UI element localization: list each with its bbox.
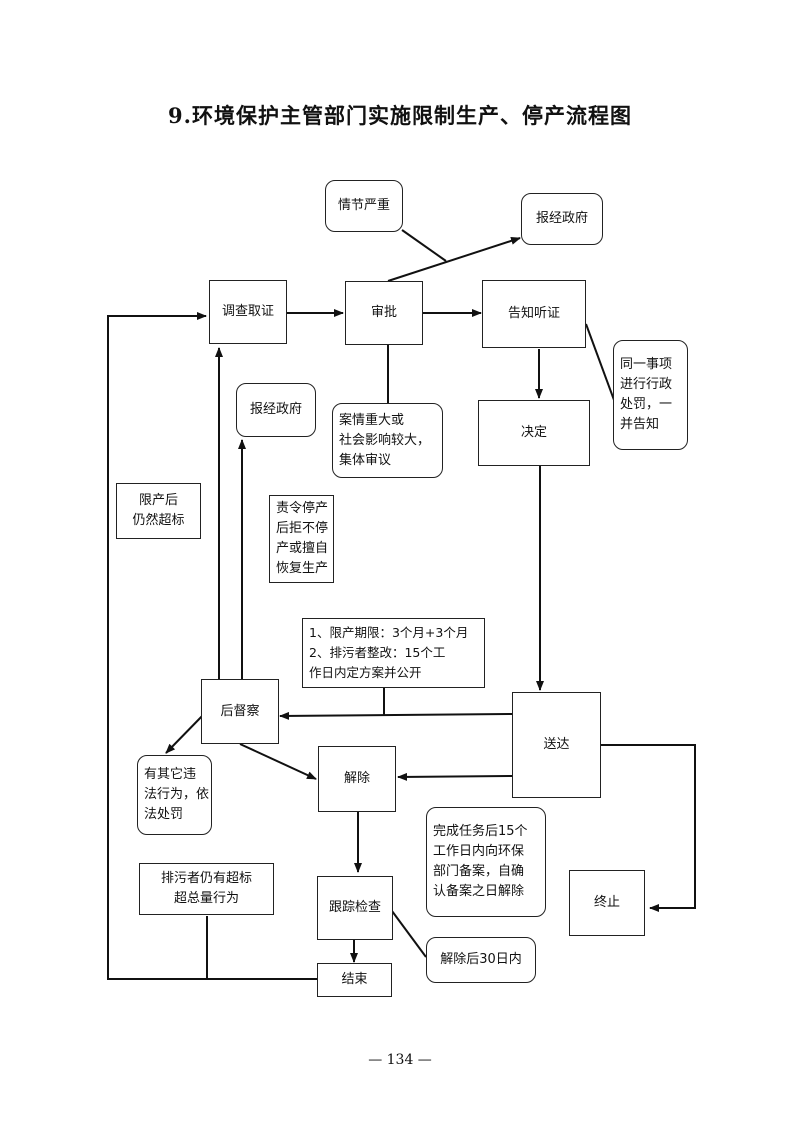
node-tongyi: 同一事项 进行行政 处罚，一 并告知 bbox=[613, 340, 688, 450]
node-anqing: 案情重大或 社会影响较大， 集体审议 bbox=[332, 403, 443, 478]
arrow-songda-jiechu bbox=[397, 772, 513, 781]
arrow-songda-houdu bbox=[279, 711, 513, 720]
node-zhongzhi: 终止 bbox=[569, 870, 645, 936]
node-songda: 送达 bbox=[512, 692, 601, 798]
node-qixian: 1、限产期限：3个月+3个月 2、排污者整改：15个工 作日内定方案并公开 bbox=[302, 618, 485, 688]
node-wancheng: 完成任务后15个 工作日内向环保 部门备案，自确 认备案之日解除 bbox=[426, 807, 546, 917]
node-gaozhi: 告知听证 bbox=[482, 280, 586, 348]
node-zeling: 责令停产 后拒不停 产或擅自 恢复生产 bbox=[269, 495, 334, 583]
node-xianchan: 限产后 仍然超标 bbox=[116, 483, 201, 539]
node-genzong: 跟踪检查 bbox=[317, 876, 393, 940]
node-baojing-top: 报经政府 bbox=[521, 193, 603, 245]
page-number: — 134 — bbox=[368, 1052, 432, 1068]
line-genzong-30 bbox=[391, 910, 427, 958]
node-youqita: 有其它违 法行为，依 法处罚 bbox=[137, 755, 212, 835]
node-jueding: 决定 bbox=[478, 400, 590, 466]
arrow-shenpi-baojing bbox=[387, 236, 521, 282]
node-jiechu: 解除 bbox=[318, 746, 396, 812]
arrow-houdu-youqita bbox=[165, 710, 208, 754]
node-paiwu: 排污者仍有超标 超总量行为 bbox=[139, 863, 274, 915]
node-jiechuhou: 解除后30日内 bbox=[426, 937, 536, 983]
line-gaozhi-tongyi bbox=[585, 323, 615, 401]
arrow-loop-diaocha bbox=[107, 312, 317, 980]
node-baojing-mid: 报经政府 bbox=[236, 383, 316, 437]
arrow-houdu-jiechu bbox=[239, 743, 317, 780]
node-shenpi: 审批 bbox=[345, 281, 423, 345]
node-houdu: 后督察 bbox=[201, 679, 279, 744]
arrow-songda-zhongzhi bbox=[601, 744, 696, 912]
node-jieshu: 结束 bbox=[317, 963, 392, 997]
node-qingjie: 情节严重 bbox=[325, 180, 403, 232]
line-qingjie bbox=[401, 229, 447, 262]
page-title: 9.环境保护主管部门实施限制生产、停产流程图 bbox=[168, 103, 632, 128]
node-diaocha: 调查取证 bbox=[209, 280, 287, 344]
